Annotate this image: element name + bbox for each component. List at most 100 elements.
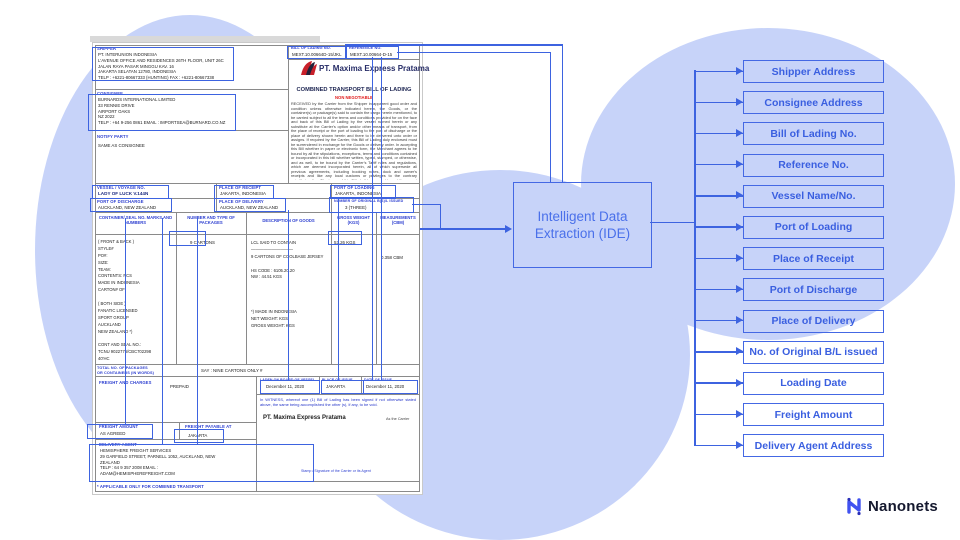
annotation-date-of-issue [363,380,418,394]
marks-line: SIZE: [98,259,109,265]
description-line: *) MADE IN INDONESIA [251,308,297,314]
marks-line: NEW ZEALAND *) [98,328,133,334]
marks-line: ( BOTH SIDE ) [98,301,126,307]
extracted-field-box: Place of Delivery [743,309,884,333]
annotation-laden-date [260,380,320,394]
annotation-place-of-receipt [214,185,274,199]
extracted-field-row: Loading Date [695,371,884,395]
arrow-head-icon [736,347,743,356]
marks-line: TEAM: [98,266,111,272]
marks-line: AUCKLAND [98,321,121,327]
description-line: 9 CARTONS OF COOLBASE JERSEY [251,253,324,259]
marks-line: SPORT GROUP [98,314,129,320]
field-trunk-line [694,70,696,446]
extracted-field-label: Port of Loading [774,221,853,234]
extracted-field-box: Bill of Lading No. [743,122,884,146]
measurement-cell: 0.358 CBM [381,255,403,260]
ide-input-arrow-icon [505,224,512,233]
leader-line [125,218,127,424]
connector-line [695,101,743,104]
connector-line [695,195,743,197]
extracted-field-label: Loading Date [780,377,847,390]
extracted-field-label: Delivery Agent Address [754,439,873,452]
nanonets-wordmark: Nanonets [868,498,938,515]
laden-on-board-value: December 11, 2020 [266,384,305,389]
place-of-delivery-value: AUCKLAND, NEW ZEALAND [220,205,279,210]
arrow-head-icon [736,66,743,75]
description-line: HS CODE : 6105.20.20 [251,267,295,273]
description-line: ―――――――――― [251,246,293,252]
extracted-field-row: Freight Amount [695,403,884,427]
col-header-gross-weight: GROSS WEIGHT (KGS) [336,215,371,226]
extracted-field-row: Place of Delivery [695,309,884,333]
delivery-agent-line: ADAM@HEMISPHEREFREIGHT.COM [100,471,175,477]
connector-line [695,132,743,135]
extracted-field-label: Port of Discharge [769,283,858,296]
signature-company: PT. Maxima Express Pratama [263,415,346,421]
marks-and-numbers-cell: ( FRONT & BACK )STYLE#PO#:SIZE:TEAM:CONT… [98,239,151,363]
freight-amount-value: AS AGREED [100,431,126,436]
delivery-agent-line: 29 GARFIELD STREET, PARNELL 1052, AUCKLA… [100,453,216,459]
extracted-field-box: Place of Receipt [743,247,884,271]
connector-line [695,351,743,353]
annotation-freight-payable [174,429,224,443]
ide-label-line2: Extraction (IDE) [534,226,631,241]
carrier-logo-icon [301,61,317,75]
extracted-field-label: Place of Receipt [772,252,855,265]
description-line: LCL SAID TO CONTAIN [251,240,296,245]
annotation-place-of-delivery [214,198,286,212]
extracted-field-row: Bill of Lading No. [695,122,884,146]
col-header-packages: NUMBER AND TYPE OF PACKAGES [187,215,235,226]
arrow-head-icon [736,191,743,200]
description-line: NET WEIGHT: KGS [251,315,288,321]
marks-line: PO#: [98,252,108,258]
place-of-delivery-label: PLACE OF DELIVERY [219,199,264,204]
col-header-marks: CONTAINER/ SEAL NO. MARKS AND NUMBERS [98,215,173,226]
consignee-address-line: NZ 2022 [98,114,115,120]
connector-line [695,444,743,447]
freight-charges-value: PREPAID [170,384,189,389]
footnote: * APPLICABLE ONLY FOR COMBINED TRANSPORT [97,484,204,489]
shipper-label: SHIPPER [97,46,117,51]
annotation-port-of-loading [330,185,396,199]
extracted-field-row: Place of Receipt [695,247,884,271]
marks-line: ( FRONT & BACK ) [98,239,134,244]
arrow-head-icon [736,285,743,294]
consignee-address-line: BURNARDS INTERNATIONAL LIMITED [98,97,176,102]
extracted-field-row: No. of Original B/L issued [695,340,884,364]
leader-line [440,203,442,230]
connector-line [695,382,743,384]
arrow-head-icon [736,222,743,231]
bol-number-value: MEXT.10.00664D-15/JKL [292,52,342,57]
marks-line: 40'HC [98,356,110,362]
reference-number-label: REFERENCE NO. [349,46,382,50]
gross-weight-cell: 53.26 KGS [334,240,356,245]
arrow-head-icon [736,316,743,325]
extracted-field-label: Place of Delivery [771,315,856,327]
extracted-field-label: Reference No. [778,159,849,172]
vessel-value: LADY OF LUCK V.144N [98,191,149,196]
leader-line [162,218,164,444]
annotation-vessel [92,185,169,199]
extracted-field-box: Freight Amount [743,403,884,427]
connector-line [695,320,743,322]
annotation-port-of-discharge [90,198,172,212]
connector-line [695,70,743,72]
extracted-field-box: Port of Loading [743,215,884,239]
port-of-loading-label: PORT OF LOADING [334,185,375,190]
delivery-agent-line: HEMISPHERE FREIGHT SERVICES [100,448,172,453]
extracted-field-row: Port of Loading [695,215,884,239]
marks-line: CONTENTS: PCS [98,273,132,279]
consignee-label: CONSIGNEE [97,91,124,96]
leader-line [288,210,290,380]
connector-line [695,288,743,291]
extracted-field-label: Bill of Lading No. [770,127,857,140]
packages-cell: 9 CARTONS [190,240,215,245]
extracted-field-box: Port of Discharge [743,278,884,302]
leader-line [381,57,383,380]
shipper-address-line: TELP : +6221-80667333 (HUNTING) FAX : +6… [98,75,215,81]
marks-line: TCNU 9022776/CBC702298 [98,349,152,355]
leader-line [550,51,552,183]
